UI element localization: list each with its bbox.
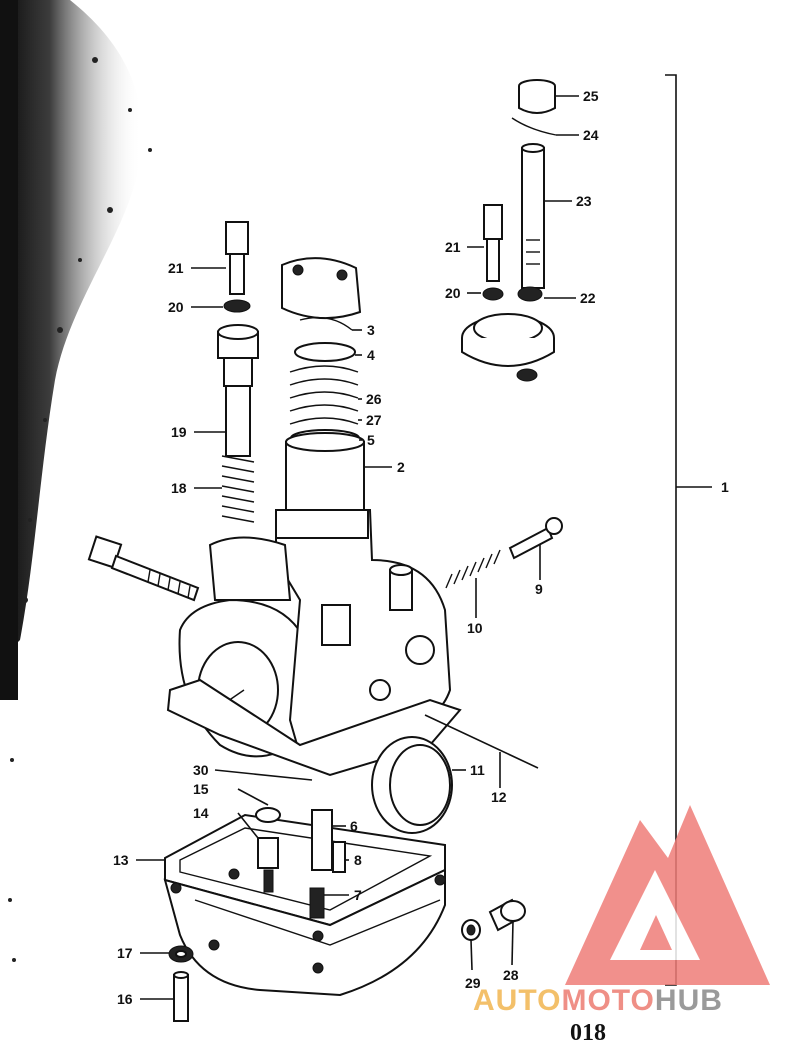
callout-24: 24 xyxy=(583,127,599,143)
watermark-moto: MOTO xyxy=(561,984,654,1017)
callout-7: 7 xyxy=(354,887,362,903)
watermark-logo xyxy=(565,805,770,985)
scan-shadow xyxy=(0,0,152,962)
callout-17: 17 xyxy=(117,945,133,961)
callout-9: 9 xyxy=(535,581,543,597)
callout-10: 10 xyxy=(467,620,483,636)
callout-30: 30 xyxy=(193,762,209,778)
callout-labels: 1 2 3 4 5 6 7 8 9 10 11 12 13 14 15 16 1… xyxy=(113,88,729,1007)
callout-21-right: 21 xyxy=(445,239,461,255)
callout-14: 14 xyxy=(193,805,209,821)
callout-5: 5 xyxy=(367,432,375,448)
idle-screw-assembly xyxy=(445,517,563,589)
callout-15: 15 xyxy=(193,781,209,797)
callout-6: 6 xyxy=(350,818,358,834)
page-number: 018 xyxy=(570,1020,606,1046)
callout-12: 12 xyxy=(491,789,507,805)
callout-3: 3 xyxy=(367,322,375,338)
callout-16: 16 xyxy=(117,991,133,1007)
callout-26: 26 xyxy=(366,391,382,407)
top-cap-assembly xyxy=(461,79,557,382)
callout-27: 27 xyxy=(366,412,382,428)
callout-11: 11 xyxy=(470,762,485,778)
callout-21-left: 21 xyxy=(168,260,184,276)
callout-8: 8 xyxy=(354,852,362,868)
callout-28: 28 xyxy=(503,967,519,983)
throttle-stop-assembly xyxy=(217,221,259,523)
carburetor-body xyxy=(166,509,462,834)
watermark-text: AUTOMOTOHUB xyxy=(473,984,723,1017)
callout-22: 22 xyxy=(580,290,596,306)
callout-20-right: 20 xyxy=(445,285,461,301)
callout-29: 29 xyxy=(465,975,481,991)
callout-18: 18 xyxy=(171,480,187,496)
callout-13: 13 xyxy=(113,852,129,868)
watermark-auto: AUTO xyxy=(473,984,561,1017)
callout-20-left: 20 xyxy=(168,299,184,315)
callout-1: 1 xyxy=(721,479,729,495)
callout-2: 2 xyxy=(397,459,405,475)
slide-assembly xyxy=(281,257,365,521)
callout-25: 25 xyxy=(583,88,599,104)
float-chamber xyxy=(163,807,446,997)
callout-23: 23 xyxy=(576,193,592,209)
drain-plug xyxy=(461,898,526,941)
callout-4: 4 xyxy=(367,347,375,363)
float-pin xyxy=(424,714,539,769)
drain-screw xyxy=(168,945,194,1022)
mounting-bolt xyxy=(87,535,200,602)
leader-lines xyxy=(136,95,579,1000)
watermark-hub: HUB xyxy=(655,984,723,1017)
callout-19: 19 xyxy=(171,424,187,440)
